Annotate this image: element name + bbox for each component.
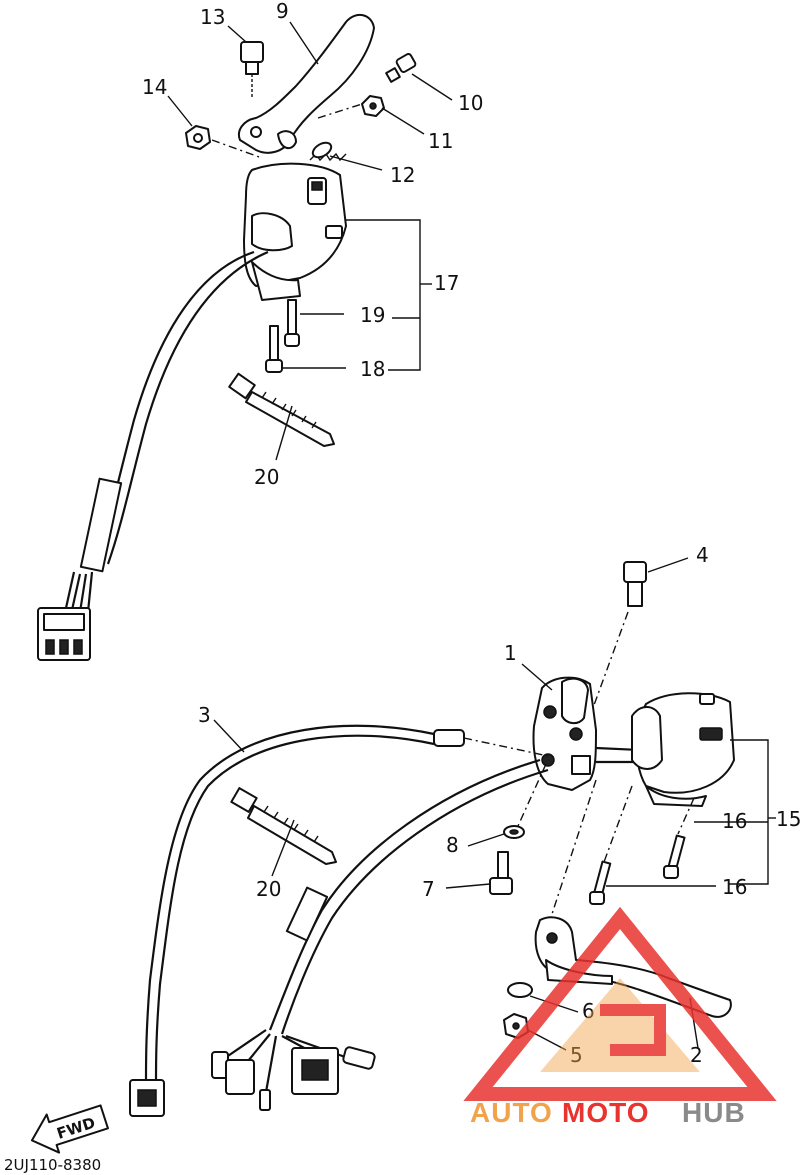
watermark-hub: HUB [682,1097,746,1128]
nut-11 [361,95,385,117]
screw-18 [265,325,283,373]
lever-holder-1 [532,676,597,791]
screw-16-b [589,860,612,905]
screw-10 [385,53,417,83]
bracket-17 [346,219,421,371]
callout-13: 13 [200,5,225,29]
callout-11: 11 [428,129,453,153]
cable-tie-20-upper [228,372,335,447]
right-handlebar-switch-15 [631,692,735,807]
callout-20-lower: 20 [256,877,281,901]
watermark-auto: AUTO [470,1097,553,1128]
watermark-logo [463,906,777,1101]
callout-20-upper: 20 [254,465,279,489]
right-harness [211,758,549,1111]
callout-10: 10 [458,91,483,115]
callout-6: 6 [582,999,595,1023]
callout-16-b: 16 [722,875,747,899]
callout-8: 8 [446,833,459,857]
forward-direction-arrow: FWD [30,1104,109,1154]
callout-18: 18 [360,357,385,381]
callout-9: 9 [276,0,289,23]
callout-15: 15 [776,807,800,831]
callout-5: 5 [570,1043,583,1067]
callout-19: 19 [360,303,385,327]
screw-19 [284,299,300,347]
cable-3 [129,724,549,1117]
callout-2: 2 [690,1043,703,1067]
drawing-code: 2UJ110-8380 [4,1156,101,1174]
callout-17: 17 [434,271,459,295]
callout-3: 3 [198,703,211,727]
spring-12 [309,141,347,162]
bolt-7 [489,851,513,895]
bolt-4 [623,561,647,607]
callout-14: 14 [142,75,167,99]
connector-left-harness [37,571,94,661]
washer-8 [503,825,525,839]
bracket-15 [728,739,769,885]
callout-1: 1 [504,641,517,665]
cable-tie-20-lower [230,787,337,865]
watermark-moto: MOTO [562,1097,649,1128]
bolt-13 [240,41,264,98]
automotohub-watermark: AUTO MOTO HUB [463,906,777,1128]
upper-assembly [37,13,417,661]
callout-12: 12 [390,163,415,187]
left-handlebar-switch-17 [243,162,347,301]
callout-4: 4 [696,543,709,567]
screw-16-a [663,834,686,879]
clutch-lever-9 [238,13,375,154]
callout-7: 7 [422,877,435,901]
nut-14 [185,125,211,150]
callout-16-a: 16 [722,809,747,833]
o-ring-6 [507,982,533,998]
